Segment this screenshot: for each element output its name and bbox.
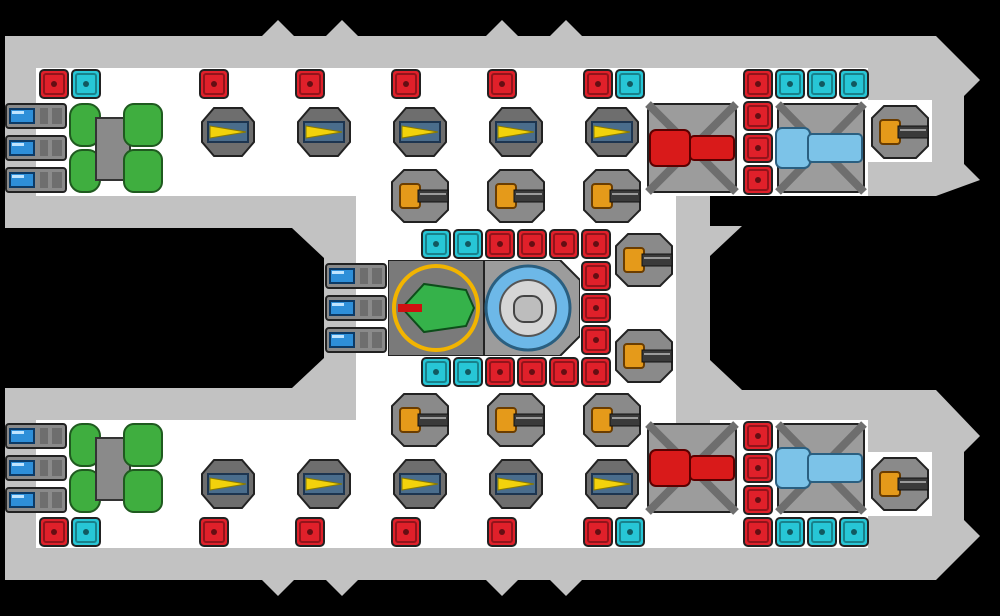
armor-block-icon[interactable]	[38, 68, 70, 100]
armor-block-icon[interactable]	[582, 516, 614, 548]
armor-block-icon[interactable]	[484, 228, 516, 260]
armor-block-icon[interactable]	[806, 516, 838, 548]
turret-icon[interactable]	[868, 452, 932, 516]
thruster-icon[interactable]	[580, 100, 644, 164]
armor-block-icon[interactable]	[198, 68, 230, 100]
armor-block-icon[interactable]	[580, 228, 612, 260]
armor-block-icon[interactable]	[548, 228, 580, 260]
armor-block-icon[interactable]	[774, 68, 806, 100]
armor-block-icon[interactable]	[614, 68, 646, 100]
thruster-icon[interactable]	[388, 452, 452, 516]
armor-block-icon[interactable]	[742, 452, 774, 484]
armor-block-icon[interactable]	[774, 516, 806, 548]
hull-bevel-left	[292, 228, 356, 388]
armor-block-icon[interactable]	[420, 356, 452, 388]
battery-icon[interactable]	[324, 292, 388, 324]
turret-icon[interactable]	[388, 388, 452, 452]
armor-block-icon[interactable]	[294, 68, 326, 100]
hull-void-left	[5, 228, 324, 388]
armor-block-icon[interactable]	[70, 68, 102, 100]
hull-gap-bottom	[5, 388, 356, 420]
armor-block-icon[interactable]	[742, 420, 774, 452]
ion-cannon-icon[interactable]	[774, 420, 868, 516]
thruster-icon[interactable]	[292, 100, 356, 164]
armor-block-icon[interactable]	[390, 516, 422, 548]
armor-block-icon[interactable]	[390, 68, 422, 100]
battery-icon[interactable]	[4, 100, 68, 132]
hull-gap-top	[5, 196, 356, 228]
thruster-icon[interactable]	[580, 452, 644, 516]
armor-block-icon[interactable]	[580, 356, 612, 388]
armor-block-icon[interactable]	[806, 68, 838, 100]
shield-generator-icon[interactable]	[484, 260, 580, 356]
battery-icon[interactable]	[4, 164, 68, 196]
armor-block-icon[interactable]	[452, 356, 484, 388]
thruster-icon[interactable]	[196, 100, 260, 164]
armor-block-icon[interactable]	[452, 228, 484, 260]
armor-block-icon[interactable]	[516, 228, 548, 260]
armor-block-icon[interactable]	[484, 356, 516, 388]
armor-block-icon[interactable]	[742, 68, 774, 100]
turret-icon[interactable]	[612, 324, 676, 388]
ion-cannon-icon[interactable]	[774, 100, 868, 196]
armor-block-icon[interactable]	[580, 260, 612, 292]
heavy-cannon-icon[interactable]	[644, 100, 740, 196]
armor-block-icon[interactable]	[742, 100, 774, 132]
armor-block-icon[interactable]	[742, 164, 774, 196]
armor-block-icon[interactable]	[838, 516, 870, 548]
armor-block-icon[interactable]	[580, 324, 612, 356]
armor-block-icon[interactable]	[70, 516, 102, 548]
armor-block-icon[interactable]	[580, 292, 612, 324]
battery-icon[interactable]	[4, 420, 68, 452]
turret-icon[interactable]	[580, 164, 644, 228]
thruster-icon[interactable]	[484, 452, 548, 516]
turret-icon[interactable]	[388, 164, 452, 228]
armor-block-icon[interactable]	[742, 484, 774, 516]
armor-block-icon[interactable]	[486, 516, 518, 548]
heavy-cannon-icon[interactable]	[644, 420, 740, 516]
battery-icon[interactable]	[4, 132, 68, 164]
turret-icon[interactable]	[868, 100, 932, 164]
thruster-icon[interactable]	[292, 452, 356, 516]
armor-block-icon[interactable]	[614, 516, 646, 548]
turret-icon[interactable]	[580, 388, 644, 452]
armor-block-icon[interactable]	[486, 68, 518, 100]
battery-icon[interactable]	[324, 324, 388, 356]
armor-block-icon[interactable]	[582, 68, 614, 100]
turret-icon[interactable]	[612, 228, 676, 292]
armor-block-icon[interactable]	[742, 516, 774, 548]
armor-block-icon[interactable]	[294, 516, 326, 548]
battery-icon[interactable]	[4, 484, 68, 516]
turret-icon[interactable]	[484, 388, 548, 452]
armor-block-icon[interactable]	[198, 516, 230, 548]
fuel-tank-icon[interactable]	[66, 420, 166, 516]
armor-block-icon[interactable]	[420, 228, 452, 260]
armor-block-icon[interactable]	[516, 356, 548, 388]
turret-icon[interactable]	[484, 164, 548, 228]
armor-block-icon[interactable]	[742, 132, 774, 164]
armor-block-icon[interactable]	[548, 356, 580, 388]
armor-block-icon[interactable]	[38, 516, 70, 548]
command-core-icon[interactable]	[388, 260, 484, 356]
fuel-tank-icon[interactable]	[66, 100, 166, 196]
battery-icon[interactable]	[4, 452, 68, 484]
thruster-icon[interactable]	[484, 100, 548, 164]
armor-block-icon[interactable]	[838, 68, 870, 100]
hull-void-right	[710, 226, 1000, 390]
thruster-icon[interactable]	[388, 100, 452, 164]
thruster-icon[interactable]	[196, 452, 260, 516]
battery-icon[interactable]	[324, 260, 388, 292]
